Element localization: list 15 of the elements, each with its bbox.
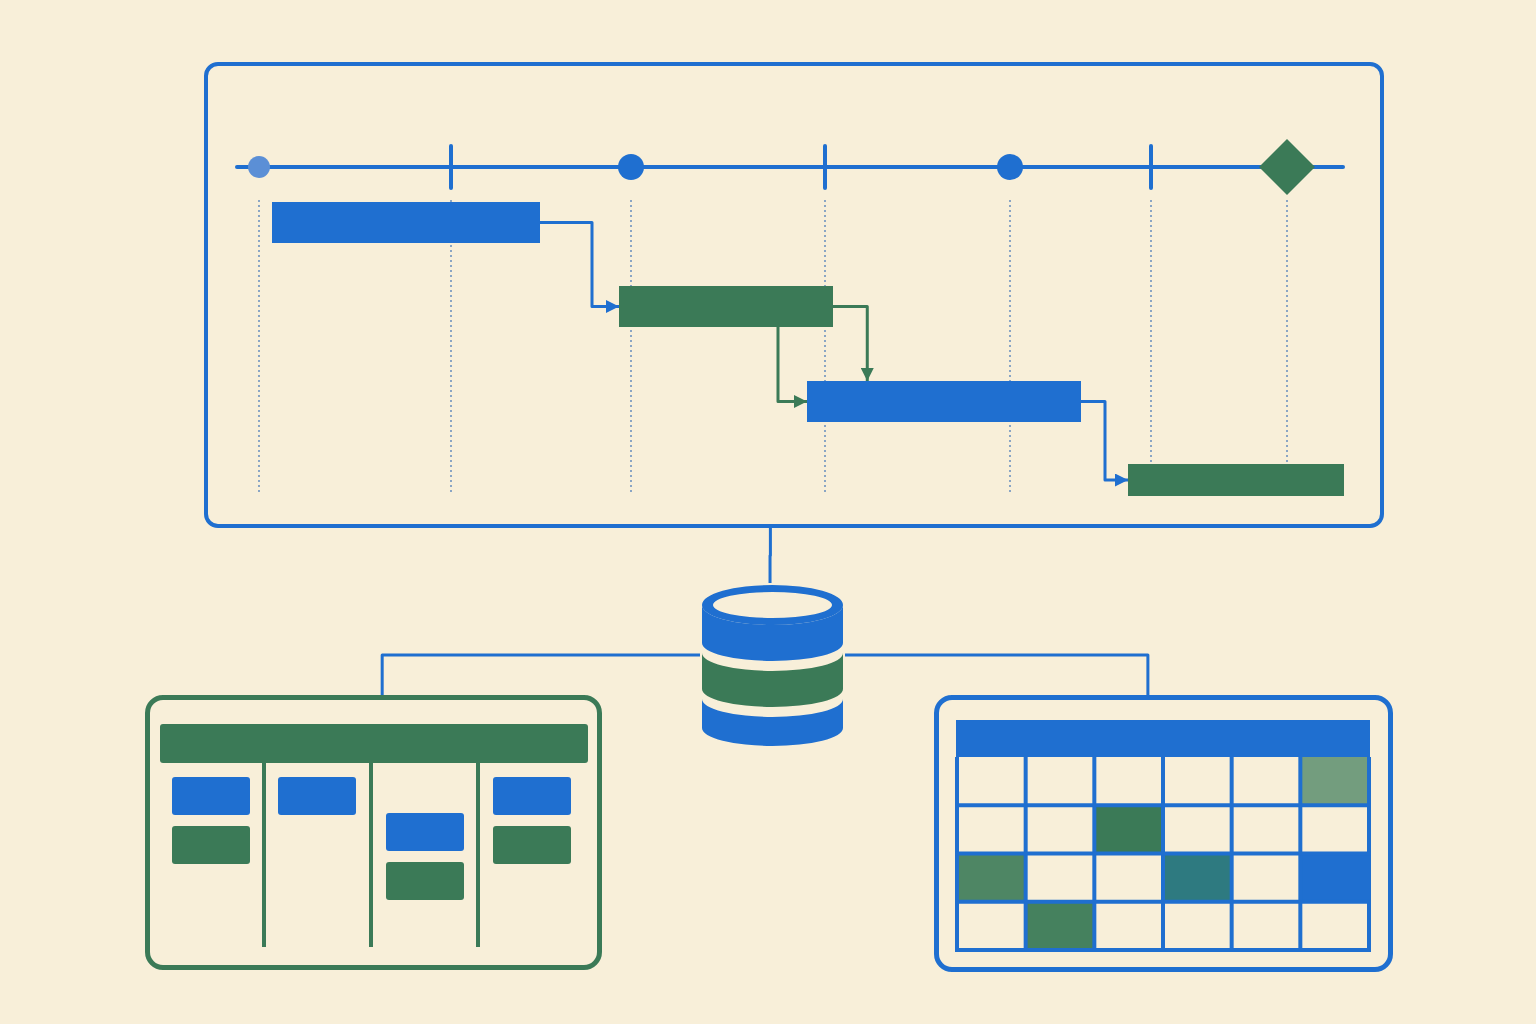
task-bar (272, 202, 540, 243)
database-cylinder (700, 583, 845, 748)
task-bar (1128, 464, 1344, 496)
arrow (540, 221, 619, 313)
kanban-board-panel (145, 695, 602, 970)
calendar-panel (934, 695, 1393, 972)
arrow (833, 305, 874, 381)
connector-line (768, 528, 772, 583)
task-bar (619, 286, 833, 327)
task-bar (807, 381, 1081, 422)
arrow (776, 327, 807, 408)
gantt-chart-panel (204, 62, 1384, 528)
arrow (1081, 400, 1128, 487)
connector-line (380, 653, 700, 695)
connector-line (845, 653, 1150, 695)
